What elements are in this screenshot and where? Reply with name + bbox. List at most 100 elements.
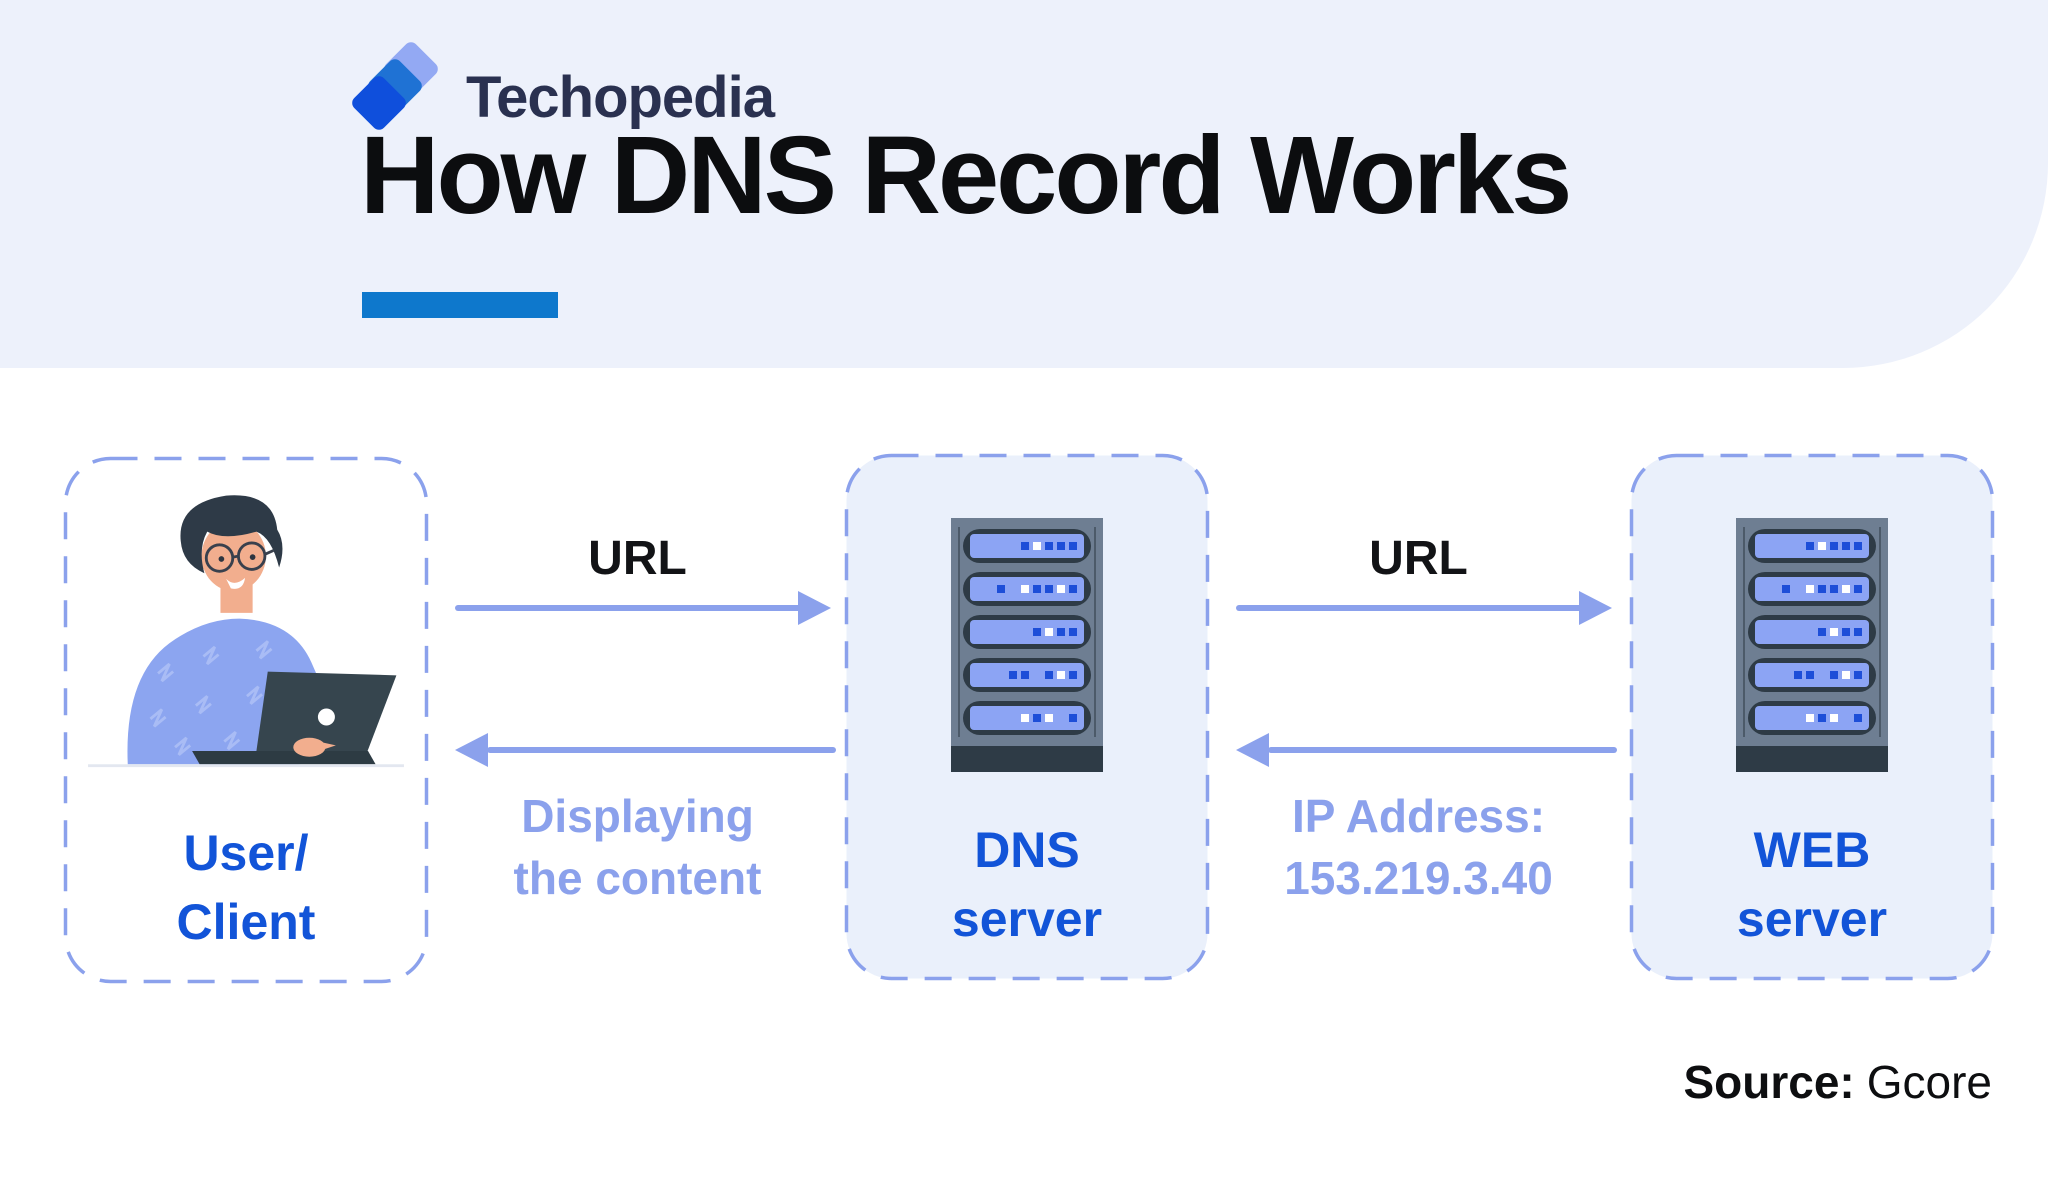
node-label-line1: WEB [1753, 822, 1871, 878]
indicator-light [1069, 628, 1077, 636]
indicator-light [1057, 671, 1065, 679]
indicator-light [1842, 671, 1850, 679]
indicator-light [1009, 671, 1017, 679]
node-dns-server: DNS server [843, 452, 1211, 982]
light-gap [1794, 585, 1802, 593]
indicator-light [1045, 585, 1053, 593]
light-gap [1057, 714, 1065, 722]
indicator-light [1021, 542, 1029, 550]
title-underline [362, 292, 558, 318]
indicator-light [1806, 671, 1814, 679]
return-label-line1: Displaying [521, 790, 754, 842]
return-arrow-label: IP Address: 153.219.3.40 [1191, 785, 1646, 909]
node-label-line1: User/ [183, 825, 309, 881]
server-unit [963, 529, 1091, 563]
rack-rail [1094, 527, 1096, 737]
return-label-line1: IP Address: [1291, 790, 1546, 842]
source-value: Gcore [1866, 1056, 1992, 1108]
indicator-light [1021, 671, 1029, 679]
server-rack-icon [951, 518, 1103, 772]
server-rack-icon [1736, 518, 1888, 772]
indicator-light [1854, 628, 1862, 636]
indicator-light [1021, 714, 1029, 722]
indicator-light [1021, 585, 1029, 593]
laptop-base [192, 751, 376, 765]
node-label-user: User/ Client [62, 819, 430, 957]
indicator-light [1806, 542, 1814, 550]
return-arrow-line [1268, 747, 1617, 753]
glasses-icon [204, 541, 275, 573]
rack-rail [1743, 527, 1745, 737]
source-credit: Source:Gcore [1683, 1055, 1992, 1109]
server-unit [963, 658, 1091, 692]
return-arrow-label: Displaying the content [410, 785, 865, 909]
indicator-light [1830, 585, 1838, 593]
indicator-light [1842, 585, 1850, 593]
indicator-light [997, 585, 1005, 593]
indicator-light [1782, 585, 1790, 593]
indicator-light [1830, 628, 1838, 636]
source-label: Source: [1683, 1056, 1855, 1108]
node-label-line2: Client [176, 894, 316, 950]
indicator-light [1057, 628, 1065, 636]
indicator-light [1818, 542, 1826, 550]
indicator-light [1818, 714, 1826, 722]
server-unit [1748, 658, 1876, 692]
light-gap [1818, 671, 1826, 679]
light-gap [1033, 671, 1041, 679]
server-unit [963, 572, 1091, 606]
indicator-light [1794, 671, 1802, 679]
indicator-light [1033, 542, 1041, 550]
indicator-light [1045, 671, 1053, 679]
server-unit [963, 615, 1091, 649]
indicator-light [1854, 671, 1862, 679]
indicator-light [1830, 714, 1838, 722]
node-label-line1: DNS [974, 822, 1080, 878]
indicator-light [1830, 671, 1838, 679]
server-unit [1748, 572, 1876, 606]
indicator-light [1830, 542, 1838, 550]
page-title: How DNS Record Works [360, 114, 1572, 237]
forward-arrow-label: URL [1369, 532, 1468, 585]
light-gap [1009, 585, 1017, 593]
indicator-light [1854, 585, 1862, 593]
forward-arrow-label: URL [588, 532, 687, 585]
server-rack-frame [951, 518, 1103, 746]
forward-arrow-head-icon [798, 591, 831, 625]
indicator-light [1033, 714, 1041, 722]
brand-name: Techopedia [466, 64, 775, 130]
node-label-web: WEB server [1628, 816, 1996, 954]
indicator-light [1842, 628, 1850, 636]
indicator-light [1806, 585, 1814, 593]
indicator-light [1818, 628, 1826, 636]
forward-arrow-line [1236, 605, 1584, 611]
brand-logo: Techopedia [349, 39, 775, 148]
return-arrow-line [487, 747, 836, 753]
server-unit [1748, 529, 1876, 563]
header-band: Techopedia How DNS Record Works [0, 0, 2048, 368]
rack-rail [1879, 527, 1881, 737]
server-unit [963, 701, 1091, 735]
indicator-light [1818, 585, 1826, 593]
user-illustration [88, 495, 404, 768]
indicator-light [1854, 542, 1862, 550]
node-label-line2: server [951, 891, 1103, 947]
server-unit [1748, 701, 1876, 735]
indicator-light [1057, 585, 1065, 593]
indicator-light [1842, 542, 1850, 550]
indicator-light [1854, 714, 1862, 722]
server-rack-frame [1736, 518, 1888, 746]
return-label-line2: the content [513, 852, 762, 905]
indicator-light [1045, 542, 1053, 550]
indicator-light [1045, 714, 1053, 722]
connection-dns-web: URL IP Address: 153.219.3.40 [1211, 455, 1626, 985]
indicator-light [1069, 542, 1077, 550]
return-label-line2: 153.219.3.40 [1284, 852, 1553, 905]
indicator-light [1069, 585, 1077, 593]
return-arrow-head-icon [455, 733, 488, 767]
indicator-light [1806, 714, 1814, 722]
connection-user-dns: URL Displaying the content [430, 455, 845, 985]
forward-arrow-head-icon [1579, 591, 1612, 625]
indicator-light [1033, 585, 1041, 593]
